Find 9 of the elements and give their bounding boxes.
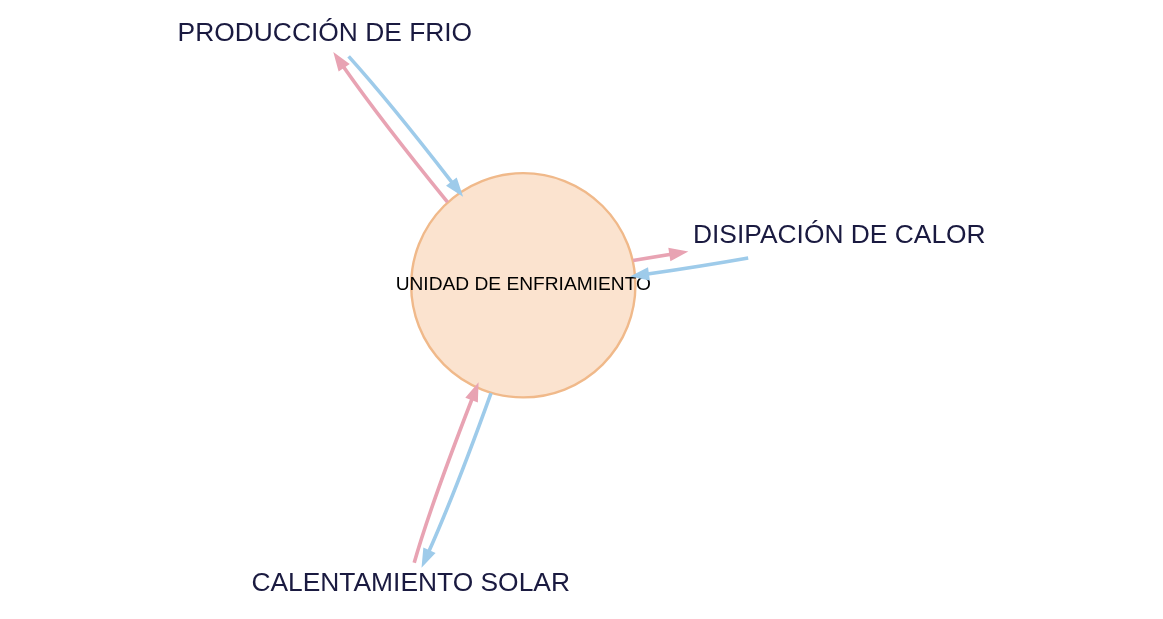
node-text: DISIPACIÓN DE CALOR xyxy=(693,219,986,250)
arrow xyxy=(421,392,493,568)
arrow xyxy=(412,382,479,564)
node-text: PRODUCCIÓN DE FRIO xyxy=(177,17,473,48)
arrow xyxy=(333,51,449,204)
node-text: CALENTAMIENTO SOLAR xyxy=(251,567,570,598)
arrow xyxy=(632,247,689,263)
arrow xyxy=(629,256,749,281)
arrow xyxy=(347,55,464,197)
